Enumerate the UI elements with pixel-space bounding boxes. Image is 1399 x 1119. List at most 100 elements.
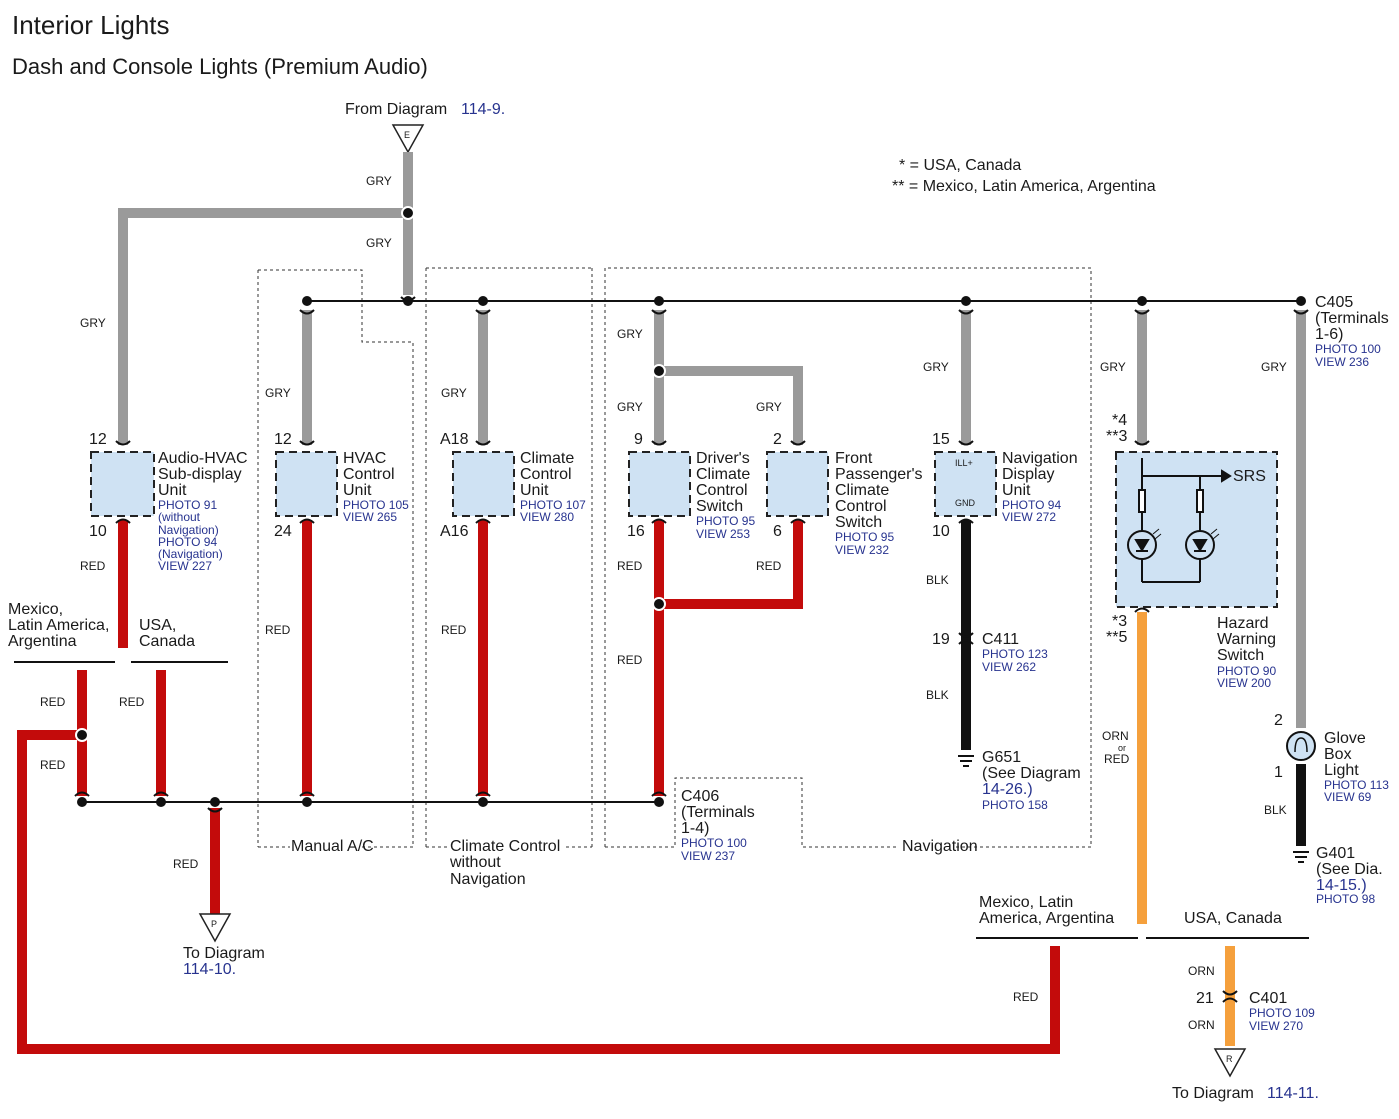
to-diagram-p-label: To Diagram (183, 945, 265, 962)
red-wires (17, 520, 1060, 1054)
svg-text:C405: C405 (1315, 294, 1353, 311)
blk-wires (961, 520, 1306, 846)
svg-text:Climate: Climate (696, 466, 750, 483)
svg-text:GRY: GRY (1261, 360, 1287, 374)
svg-text:VIEW 265: VIEW 265 (343, 510, 397, 524)
ground-symbol-g651 (958, 755, 974, 767)
svg-text:PHOTO 107: PHOTO 107 (520, 498, 586, 512)
region-usa-left-1: USA, (139, 617, 176, 634)
svg-text:VIEW 200: VIEW 200 (1217, 676, 1271, 690)
svg-text:2: 2 (773, 431, 782, 448)
to-diagram-p-link[interactable]: 114-10. (183, 961, 236, 978)
svg-text:GRY: GRY (265, 386, 291, 400)
svg-text:BLK: BLK (926, 688, 949, 702)
svg-text:2: 2 (1274, 712, 1283, 729)
page-subtitle: Dash and Console Lights (Premium Audio) (12, 54, 428, 79)
svg-text:Front: Front (835, 450, 873, 467)
svg-text:RED: RED (756, 559, 782, 573)
svg-text:Sub-display: Sub-display (158, 466, 242, 483)
svg-text:(Navigation): (Navigation) (158, 547, 223, 561)
svg-text:VIEW 253: VIEW 253 (696, 527, 750, 541)
svg-text:GRY: GRY (923, 360, 949, 374)
svg-text:Navigation: Navigation (1002, 450, 1078, 467)
wire-labels: GRY GRY GRY GRY GRY GRY GRY GRY GRY GRY … (40, 174, 1287, 1032)
svg-text:VIEW 272: VIEW 272 (1002, 510, 1056, 524)
svg-text:Switch: Switch (1217, 647, 1264, 664)
nav-gnd-label: GND (955, 498, 976, 508)
from-diagram-link[interactable]: 114-9. (461, 101, 505, 118)
drivers-switch-labels: 9 16 Driver's Climate Control Switch PHO… (627, 431, 755, 541)
navigation-display-box[interactable] (934, 451, 997, 517)
region-mexico-left-3: Argentina (8, 633, 77, 650)
svg-text:A18: A18 (440, 431, 469, 448)
svg-text:RED: RED (119, 695, 145, 709)
audio-hvac-subdisplay-box[interactable] (90, 451, 155, 517)
svg-text:PHOTO 105: PHOTO 105 (343, 498, 409, 512)
svg-text:21: 21 (1196, 990, 1214, 1007)
svg-text:14-26.)[interactable]: 14-26.) (982, 781, 1033, 798)
offpage-letter-e: E (404, 130, 410, 140)
glove-box-labels: 2 1 Glove Box Light PHOTO 113 VIEW 69 (1274, 712, 1389, 804)
svg-text:16: 16 (627, 523, 645, 540)
svg-text:G401: G401 (1316, 845, 1355, 862)
svg-text:1-4): 1-4) (681, 820, 709, 837)
group-label-manual-ac: Manual A/C (291, 838, 374, 855)
svg-text:GRY: GRY (80, 316, 106, 330)
svg-text:Switch: Switch (696, 498, 743, 515)
svg-text:PHOTO 98: PHOTO 98 (1316, 892, 1375, 906)
svg-text:Navigation): Navigation) (158, 523, 219, 537)
svg-text:Unit: Unit (1002, 482, 1031, 499)
offpage-connector-p (198, 913, 232, 943)
svg-text:RED: RED (1104, 752, 1130, 766)
svg-text:VIEW 236: VIEW 236 (1315, 355, 1369, 369)
glove-box-bulb[interactable] (1286, 731, 1316, 761)
svg-text:9: 9 (634, 431, 643, 448)
hazard-internals (1127, 458, 1232, 583)
hazard-srs-label: SRS (1233, 468, 1266, 485)
climate-control-unit-box[interactable] (452, 451, 515, 517)
svg-text:Glove: Glove (1324, 730, 1366, 747)
svg-text:1-6): 1-6) (1315, 326, 1343, 343)
hvac-control-unit-box[interactable] (275, 451, 338, 517)
svg-text:Display: Display (1002, 466, 1054, 483)
svg-text:Control: Control (520, 466, 572, 483)
c401-labels: 21 C401 PHOTO 109 VIEW 270 (1196, 990, 1315, 1033)
svg-text:14-15.)[interactable]: 14-15.) (1316, 877, 1367, 894)
offpage-connector-e (391, 124, 425, 154)
c406-labels: C406 (Terminals 1-4) PHOTO 100 VIEW 237 (681, 788, 755, 863)
svg-text:VIEW 227: VIEW 227 (158, 559, 212, 573)
svg-text:RED: RED (617, 559, 643, 573)
svg-text:Driver's: Driver's (696, 450, 750, 467)
svg-text:RED: RED (40, 758, 66, 772)
svg-text:Box: Box (1324, 746, 1352, 763)
to-diagram-r-link[interactable]: 114-11. (1267, 1085, 1319, 1102)
svg-text:RED: RED (265, 623, 291, 637)
svg-text:PHOTO 90: PHOTO 90 (1217, 664, 1276, 678)
svg-text:GRY: GRY (756, 400, 782, 414)
svg-text:RED: RED (80, 559, 106, 573)
svg-text:A16: A16 (440, 523, 469, 540)
svg-text:Light: Light (1324, 762, 1359, 779)
svg-text:PHOTO 100: PHOTO 100 (1315, 342, 1381, 356)
junction-nodes (75, 206, 1306, 807)
orn-wires (1137, 612, 1235, 1046)
passenger-climate-switch-box[interactable] (766, 451, 829, 517)
c411-labels: 19 C411 PHOTO 123 VIEW 262 (932, 631, 1048, 674)
passenger-switch-labels: 2 6 Front Passenger's Climate Control Sw… (773, 431, 923, 557)
svg-text:VIEW 262: VIEW 262 (982, 660, 1036, 674)
svg-text:GRY: GRY (617, 400, 643, 414)
svg-text:or: or (1118, 743, 1126, 753)
svg-text:RED: RED (441, 623, 467, 637)
svg-text:PHOTO 113: PHOTO 113 (1324, 778, 1389, 792)
svg-text:6: 6 (773, 523, 782, 540)
svg-text:(See Diagram: (See Diagram (982, 765, 1081, 782)
svg-text:RED: RED (173, 857, 199, 871)
svg-text:PHOTO 95: PHOTO 95 (835, 530, 894, 544)
audio-hvac-labels: 12 10 Audio-HVAC Sub-display Unit PHOTO … (89, 431, 248, 573)
svg-text:BLK: BLK (1264, 803, 1287, 817)
svg-text:PHOTO 94: PHOTO 94 (1002, 498, 1061, 512)
svg-text:VIEW 237: VIEW 237 (681, 849, 735, 863)
drivers-climate-switch-box[interactable] (628, 451, 691, 517)
nav-ill-label: ILL+ (955, 458, 973, 468)
